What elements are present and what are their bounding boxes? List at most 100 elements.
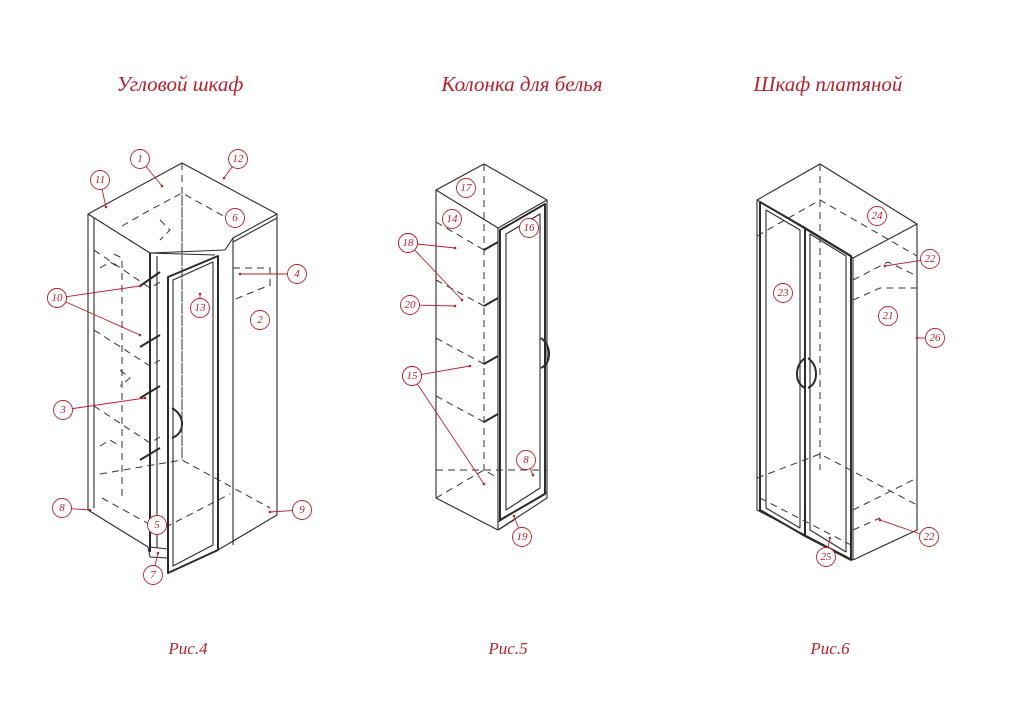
callout-bubble [400, 295, 420, 315]
callout-20: 20 [400, 295, 457, 315]
callout-bubble [773, 283, 793, 303]
callout-leader-line [416, 383, 485, 485]
callout-leader-tip [88, 508, 92, 512]
figure-5-linen-column [435, 163, 550, 531]
callout-number: 1 [137, 153, 143, 165]
fig6-right-side [852, 224, 918, 561]
callout-18: 18 [398, 233, 464, 302]
callout-22: 22 [883, 249, 940, 269]
callout-leader-tip [143, 396, 147, 400]
fig6-handle-left [796, 357, 806, 389]
callout-leader-tip [156, 551, 160, 555]
callout-leader-tip [268, 510, 272, 514]
callout-1: 1 [130, 149, 164, 188]
callout-bubble [287, 264, 307, 284]
fig4-left-wall [87, 214, 149, 548]
callout-bubble [402, 366, 422, 386]
callout-number: 10 [52, 292, 64, 304]
figure-4-caption: Рис.4 [167, 639, 208, 658]
callout-24: 24 [867, 206, 887, 226]
callout-leader-tip [238, 272, 242, 276]
callout-bubble [919, 527, 939, 547]
callout-leader-line [65, 301, 141, 336]
callout-bubble [225, 208, 245, 228]
callout-leader-tip [198, 292, 202, 296]
fig5-door-handle [540, 337, 550, 369]
callout-bubble [816, 547, 836, 567]
callout-leader-tip [828, 536, 832, 540]
callout-5: 5 [147, 515, 167, 535]
callout-bubble [143, 565, 163, 585]
fig6-right-door [804, 227, 852, 561]
callout-bubble [52, 498, 72, 518]
callout-6: 6 [225, 208, 245, 228]
figure-4-callouts: 1121164132101038957 [47, 149, 312, 585]
callout-bubble [925, 328, 945, 348]
figure-5-title: Колонка для белья [440, 72, 602, 96]
callout-12: 12 [222, 149, 248, 180]
callout-leader-line [419, 304, 456, 307]
callout-leader-tip [138, 333, 142, 337]
callout-11: 11 [90, 170, 110, 209]
callout-number: 6 [232, 212, 238, 224]
callout-number: 8 [523, 454, 529, 466]
callout-leader-line [269, 510, 293, 513]
fig5-door [499, 203, 546, 521]
callout-bubble [456, 178, 476, 198]
callout-leader-tip [482, 482, 486, 486]
callout-leader-tip [468, 364, 472, 368]
fig4-right-wall [217, 214, 278, 551]
callout-leader-tip [460, 298, 464, 302]
callout-leader-tip [104, 205, 108, 209]
callout-number: 16 [524, 222, 536, 234]
figure-6-caption: Рис.6 [809, 639, 850, 658]
callout-leader-tip [138, 284, 142, 288]
callout-9: 9 [268, 500, 312, 520]
callout-bubble [442, 209, 462, 229]
callout-7: 7 [143, 551, 163, 585]
callout-22: 22 [878, 518, 939, 547]
callout-leader-tip [915, 336, 919, 340]
callout-23: 23 [773, 283, 793, 303]
fig5-left-side [435, 190, 499, 531]
callout-leader-line [223, 166, 233, 179]
callout-number: 23 [778, 287, 790, 299]
fig4-door [167, 255, 219, 574]
callout-bubble [292, 500, 312, 520]
callout-19: 19 [512, 514, 532, 547]
callout-number: 3 [59, 404, 66, 416]
callout-bubble [190, 298, 210, 318]
callout-bubble [47, 288, 67, 308]
callout-21: 21 [878, 306, 898, 326]
callout-leader-tip [512, 514, 516, 518]
callout-leader-line [101, 189, 107, 208]
callout-number: 2 [257, 314, 263, 326]
callout-number: 24 [872, 210, 884, 222]
callout-number: 5 [154, 519, 160, 531]
callout-bubble [512, 527, 532, 547]
fig6-top-panel [756, 163, 918, 259]
callout-4: 4 [238, 264, 307, 284]
callout-leader-line [414, 249, 463, 301]
callout-15: 15 [402, 366, 486, 486]
callout-leader-line [145, 166, 163, 187]
figure-4-title: Угловой шкаф [117, 72, 244, 96]
callout-number: 4 [294, 268, 300, 280]
callout-leader-tip [883, 264, 887, 268]
callout-25: 25 [816, 536, 836, 567]
callout-bubble [228, 149, 248, 169]
callout-bubble [53, 400, 73, 420]
callout-bubble [516, 450, 536, 470]
callout-leader-line [66, 285, 141, 298]
callout-number: 18 [403, 237, 415, 249]
figure-6-wardrobe [756, 163, 918, 561]
callout-number: 22 [924, 531, 936, 543]
callout-26: 26 [915, 328, 945, 348]
callout-leader-tip [453, 304, 457, 308]
callout-number: 14 [447, 213, 459, 225]
callout-16: 16 [519, 218, 539, 238]
callout-2: 2 [250, 310, 270, 330]
callout-13: 13 [190, 292, 210, 318]
callout-bubble [398, 233, 418, 253]
callout-leader-line [72, 397, 146, 410]
